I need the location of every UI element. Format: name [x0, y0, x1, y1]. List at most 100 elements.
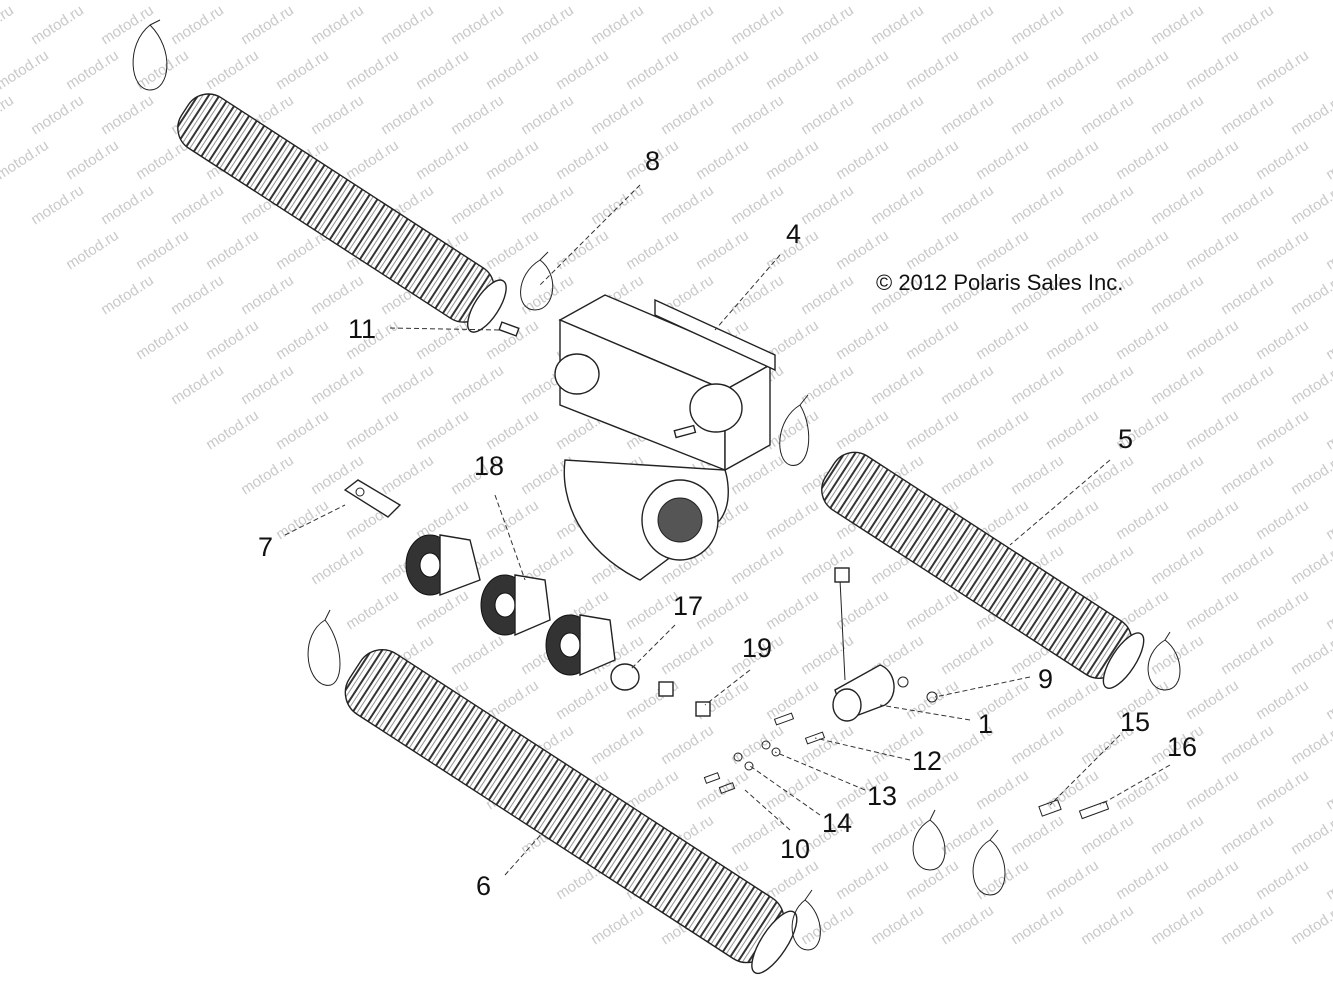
watermark-text: motod.ru [798, 902, 857, 949]
watermark-text: motod.ru [938, 902, 997, 949]
watermark-text: motod.ru [378, 2, 437, 49]
watermark-text: motod.ru [1218, 2, 1277, 49]
watermark-text: motod.ru [63, 137, 122, 184]
heater-box [554, 294, 776, 581]
watermark-text: motod.ru [1113, 137, 1172, 184]
watermark-text: motod.ru [728, 722, 787, 769]
callout-10: 10 [780, 834, 810, 864]
watermark-text: motod.ru [938, 632, 997, 679]
watermark-text: motod.ru [483, 317, 542, 364]
callout-8: 8 [645, 146, 660, 176]
watermark-text: motod.ru [1148, 362, 1207, 409]
watermark-text: motod.ru [1288, 722, 1333, 769]
watermark-text: motod.ru [343, 137, 402, 184]
watermark-text: motod.ru [553, 0, 612, 3]
watermark-text: motod.ru [448, 182, 507, 229]
watermark-text: motod.ru [378, 362, 437, 409]
watermark-text: motod.ru [763, 407, 822, 454]
watermark-text: motod.ru [1148, 2, 1207, 49]
watermark-text: motod.ru [1113, 47, 1172, 94]
watermark-text: motod.ru [1043, 497, 1102, 544]
watermark-text: motod.ru [1008, 722, 1067, 769]
watermark-text: motod.ru [1323, 407, 1333, 454]
watermark-text: motod.ru [343, 407, 402, 454]
watermark-text: motod.ru [1148, 902, 1207, 949]
watermark-text: motod.ru [763, 47, 822, 94]
watermark-text: motod.ru [868, 2, 927, 49]
vents [405, 534, 616, 677]
watermark-text: motod.ru [1253, 677, 1312, 724]
watermark-text: motod.ru [63, 47, 122, 94]
watermark-text: motod.ru [868, 812, 927, 859]
watermark-text: motod.ru [413, 0, 472, 3]
watermark-text: motod.ru [658, 632, 717, 679]
watermark-text: motod.ru [378, 452, 437, 499]
watermark-text: motod.ru [1008, 452, 1067, 499]
watermark-text: motod.ru [168, 2, 227, 49]
watermark-text: motod.ru [658, 182, 717, 229]
watermark-text: motod.ru [623, 0, 682, 3]
watermark-text: motod.ru [973, 0, 1032, 3]
watermark-text: motod.ru [98, 182, 157, 229]
watermark-text: motod.ru [763, 587, 822, 634]
callout-4: 4 [786, 219, 801, 249]
watermark-text: motod.ru [483, 497, 542, 544]
watermark-text: motod.ru [1183, 0, 1242, 3]
watermark-text: motod.ru [273, 47, 332, 94]
watermark-text: motod.ru [728, 92, 787, 139]
watermark-text: motod.ru [1288, 272, 1333, 319]
watermark-text: motod.ru [1148, 812, 1207, 859]
watermark-text: motod.ru [658, 722, 717, 769]
callout-16: 16 [1167, 732, 1197, 762]
watermark-text: motod.ru [1183, 677, 1242, 724]
watermark-text: motod.ru [1218, 542, 1277, 589]
watermark-text: motod.ru [1323, 497, 1333, 544]
watermark-text: motod.ru [1183, 317, 1242, 364]
watermark-text: motod.ru [798, 2, 857, 49]
watermark-text: motod.ru [1183, 767, 1242, 814]
watermark-text: motod.ru [0, 47, 52, 94]
watermark-text: motod.ru [1183, 587, 1242, 634]
watermark-text: motod.ru [273, 497, 332, 544]
watermark-text: motod.ru [868, 902, 927, 949]
callout-12: 12 [912, 746, 942, 776]
watermark-text: motod.ru [1218, 632, 1277, 679]
callout-13: 13 [867, 781, 897, 811]
watermark-text: motod.ru [1323, 137, 1333, 184]
watermark-text: motod.ru [1253, 587, 1312, 634]
watermark-text: motod.ru [1218, 182, 1277, 229]
watermark-text: motod.ru [693, 137, 752, 184]
watermark-text: motod.ru [833, 227, 892, 274]
watermark-text: motod.ru [1253, 137, 1312, 184]
watermark-text: motod.ru [1148, 92, 1207, 139]
watermark-text: motod.ru [1043, 407, 1102, 454]
watermark-text: motod.ru [938, 362, 997, 409]
callout-18: 18 [474, 451, 504, 481]
watermark-text: motod.ru [1113, 767, 1172, 814]
watermark-text: motod.ru [588, 2, 647, 49]
hose-bottom-left [344, 649, 798, 975]
watermark-text: motod.ru [623, 47, 682, 94]
watermark-text: motod.ru [1043, 857, 1102, 904]
watermark-text: motod.ru [903, 227, 962, 274]
watermark-text: motod.ru [623, 227, 682, 274]
watermark-text: motod.ru [1323, 227, 1333, 274]
watermark-text: motod.ru [448, 632, 507, 679]
callout-5: 5 [1118, 424, 1133, 454]
watermark-text: motod.ru [98, 2, 157, 49]
blower-resistor [832, 567, 895, 722]
watermark-text: motod.ru [28, 2, 87, 49]
watermark-text: motod.ru [1148, 182, 1207, 229]
screw-11 [498, 321, 697, 439]
watermark-text: motod.ru [973, 137, 1032, 184]
hose-clamps [132, 19, 1181, 951]
watermark-text: motod.ru [413, 317, 472, 364]
watermark-text: motod.ru [1183, 137, 1242, 184]
watermark-text: motod.ru [168, 272, 227, 319]
watermark-text: motod.ru [28, 92, 87, 139]
watermark-text: motod.ru [413, 137, 472, 184]
callout-7: 7 [258, 532, 273, 562]
watermark-text: motod.ru [973, 317, 1032, 364]
watermark-text: motod.ru [308, 2, 367, 49]
watermark-text: motod.ru [1043, 137, 1102, 184]
